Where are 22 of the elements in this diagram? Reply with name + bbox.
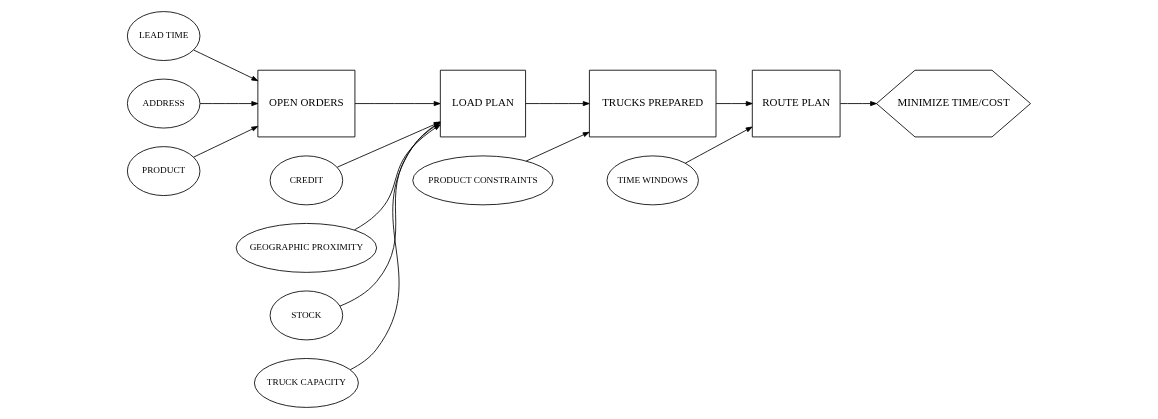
arrow — [684, 126, 753, 164]
node-ellipse: GEOGRAPHIC PROXIMITY — [235, 223, 378, 273]
node-box: LOAD PLAN — [439, 69, 526, 138]
node-ellipse: TIME WINDOWS — [606, 155, 699, 206]
arrow — [839, 101, 877, 107]
arrow — [193, 49, 259, 82]
arrow — [193, 126, 259, 158]
node-ellipse: ADDRESS — [126, 78, 201, 129]
node-ellipse: PRODUCT — [126, 146, 201, 196]
node-ellipse: TRUCK CAPACITY — [254, 358, 359, 408]
node-box: TRUCKS PREPARED — [589, 69, 717, 138]
node-ellipse: STOCK — [269, 290, 344, 341]
node-ellipse: LEAD TIME — [126, 11, 201, 61]
node-box: ROUTE PLAN — [751, 69, 841, 138]
arrow — [199, 101, 259, 107]
arrow — [525, 101, 590, 107]
node-ellipse: PRODUCT CONSTRAINTS — [412, 155, 554, 206]
node-ellipse: CREDIT — [269, 155, 344, 206]
arrow — [354, 101, 441, 107]
node-box: OPEN ORDERS — [257, 69, 356, 138]
arrow — [525, 131, 590, 162]
arrow — [715, 101, 753, 107]
